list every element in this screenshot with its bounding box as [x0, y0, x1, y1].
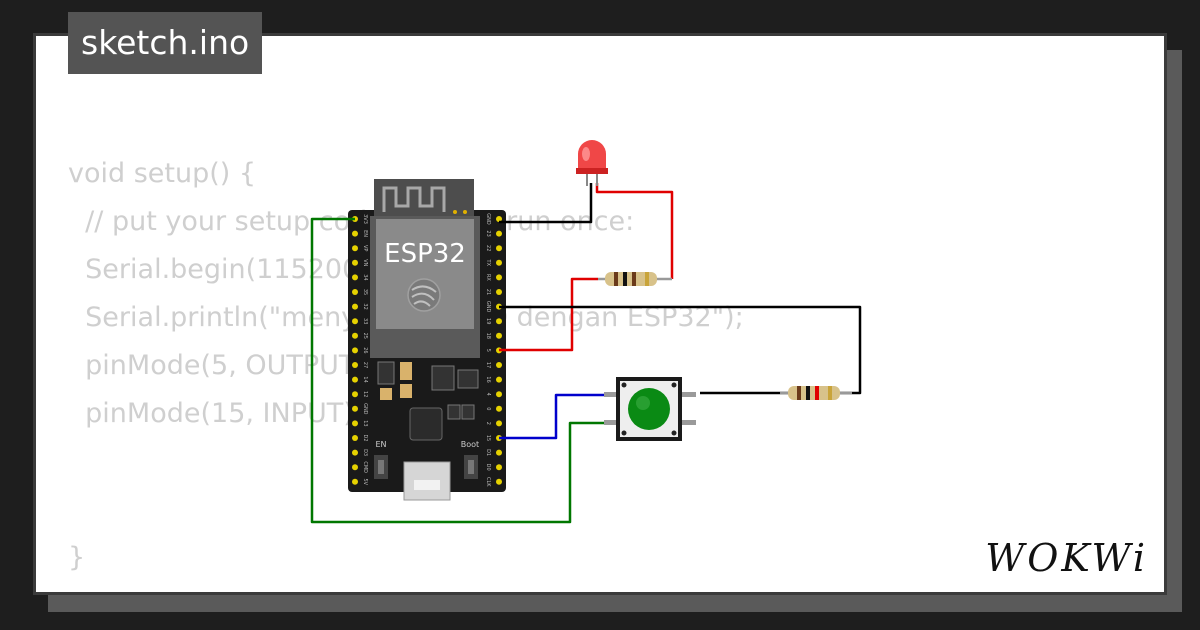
right-pin-label: 17	[485, 362, 491, 368]
right-pin[interactable]	[496, 376, 502, 383]
right-pin[interactable]	[496, 318, 502, 325]
left-pin-label: 5V	[362, 478, 368, 485]
left-pin-label: 26	[362, 347, 368, 353]
left-pin-label: 3V3	[362, 214, 368, 224]
button-cap	[628, 388, 670, 430]
wire-pin15-button[interactable]	[499, 393, 605, 440]
right-pin[interactable]	[496, 230, 502, 237]
left-pin-label: 14	[362, 376, 368, 382]
push-button[interactable]	[604, 377, 696, 441]
left-pin[interactable]	[352, 303, 358, 310]
boot-button-label: Boot	[461, 440, 479, 449]
left-pin[interactable]	[352, 464, 358, 471]
right-pin[interactable]	[496, 245, 502, 252]
right-pin-label: 19	[485, 318, 491, 324]
right-pin[interactable]	[496, 216, 502, 222]
left-pin[interactable]	[352, 259, 358, 266]
wokwi-logo: WOKWi	[985, 536, 1148, 580]
left-pin-label: 12	[362, 391, 368, 397]
left-pin-label: VN	[362, 259, 368, 266]
left-pin[interactable]	[352, 478, 358, 485]
left-pin-label: GND	[362, 403, 368, 415]
right-pin[interactable]	[496, 420, 502, 427]
code-line: }	[68, 542, 86, 573]
left-pin-label: 34	[362, 274, 368, 280]
code-line: void setup() {	[68, 158, 257, 189]
left-pin-label: 33	[362, 318, 368, 324]
right-pin-label: GND	[485, 301, 491, 313]
left-pin-label: 32	[362, 303, 368, 309]
left-pin[interactable]	[352, 245, 358, 252]
right-pin-label: 5	[485, 349, 491, 352]
right-pin-label: 4	[485, 393, 491, 396]
left-pin-header	[352, 216, 358, 485]
left-pin-label: 25	[362, 333, 368, 339]
right-pin[interactable]	[496, 259, 502, 266]
right-pin-label: 0	[485, 407, 491, 410]
left-pin-label: 13	[362, 420, 368, 426]
preview-card	[33, 33, 1167, 595]
right-pin-label: GND	[485, 213, 491, 225]
right-pin-label: CLK	[485, 477, 491, 487]
code-line: Serial.begin(115200);	[68, 254, 379, 285]
left-pin[interactable]	[352, 435, 358, 441]
left-pin[interactable]	[352, 230, 358, 237]
right-pin-label: D1	[485, 449, 491, 456]
esp32-board[interactable]: ESP32 EN Boot 3V3ENVPVN34353233252627141…	[348, 179, 506, 501]
usb-chip	[409, 407, 443, 441]
resistor-button[interactable]	[780, 386, 852, 400]
left-pin[interactable]	[352, 318, 358, 325]
right-pin[interactable]	[496, 405, 502, 412]
left-pin[interactable]	[352, 289, 358, 295]
left-pin[interactable]	[352, 449, 358, 456]
right-pin-label: D0	[485, 464, 491, 471]
wire-3v3-button[interactable]	[310, 217, 605, 524]
left-pin-label: CMD	[362, 461, 368, 473]
antenna-module	[374, 179, 474, 219]
right-pin-label: 2	[485, 422, 491, 425]
right-pin-label: TX	[485, 259, 491, 267]
left-pin[interactable]	[352, 420, 358, 427]
left-pin[interactable]	[352, 347, 358, 354]
right-pin-label: 15	[485, 435, 491, 441]
sketch-file-name[interactable]: sketch.ino	[68, 12, 263, 74]
right-pin[interactable]	[496, 464, 502, 471]
left-pin[interactable]	[352, 391, 358, 398]
right-pin-header	[496, 216, 502, 485]
en-button-label: EN	[375, 440, 386, 449]
right-pin[interactable]	[496, 332, 502, 339]
wire-led-anode-resistor[interactable]	[595, 183, 674, 279]
espressif-logo-icon	[407, 278, 441, 312]
left-pin-label: VP	[362, 245, 368, 251]
right-pin[interactable]	[496, 478, 502, 485]
resistor-led[interactable]	[598, 272, 672, 286]
left-pin[interactable]	[352, 405, 358, 412]
left-pin[interactable]	[352, 362, 358, 368]
right-pin-label: 22	[485, 245, 491, 251]
wire-led-cathode-gnd[interactable]	[499, 183, 593, 224]
left-pin-label: D2	[362, 434, 368, 441]
right-pin[interactable]	[496, 391, 502, 398]
right-pin-label: 16	[485, 376, 491, 382]
left-pin[interactable]	[352, 332, 358, 339]
left-pin-label: EN	[362, 230, 368, 237]
left-pin-label: 27	[362, 362, 368, 368]
right-pin[interactable]	[496, 449, 502, 456]
left-pin[interactable]	[352, 274, 358, 281]
right-pin-label: 23	[485, 230, 491, 236]
left-pin-label: D3	[362, 449, 368, 456]
red-led[interactable]	[576, 140, 608, 186]
right-pin[interactable]	[496, 274, 502, 281]
right-pin-label: RX	[485, 274, 491, 281]
left-pin[interactable]	[352, 376, 358, 383]
right-pin-label: 18	[485, 333, 491, 339]
esp32-label: ESP32	[384, 239, 466, 269]
wire-resistor-pin5[interactable]	[499, 277, 598, 352]
right-pin[interactable]	[496, 289, 502, 295]
left-pin-label: 35	[362, 289, 368, 295]
right-pin-label: 21	[485, 289, 491, 295]
right-pin[interactable]	[496, 362, 502, 368]
